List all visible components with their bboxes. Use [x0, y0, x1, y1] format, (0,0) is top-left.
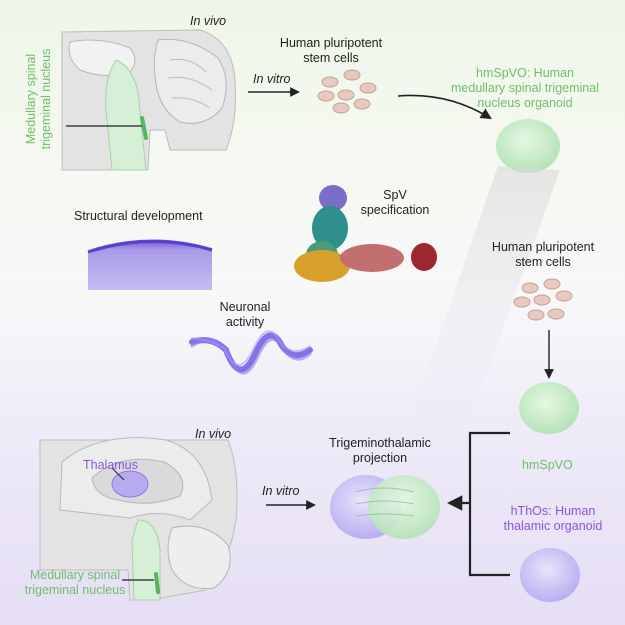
top-brain-illustration: [61, 29, 237, 171]
top-nucleus-line2: trigeminal nucleus: [39, 48, 53, 150]
assembloid: [330, 475, 440, 539]
neuronal-activity-traces: [189, 330, 313, 375]
bottom-nucleus-line2: trigeminal nucleus: [24, 583, 126, 597]
spv-umap-cluster: [294, 185, 437, 282]
spv-line1: SpV: [383, 188, 407, 202]
top-nucleus-line1: Medullary spinal: [24, 53, 38, 145]
hmspvo-title-line2: medullary spinal trigeminal: [451, 81, 599, 95]
hmspvo-organoid-top: [496, 119, 560, 173]
bottom-brain-illustration: [39, 437, 238, 601]
structural-development-label: Structural development: [74, 209, 203, 223]
hmspvo-organoid-right: [519, 382, 579, 434]
right-stem-cells-line2: stem cells: [515, 255, 571, 269]
hmspvo-title-line1: hmSpVO: Human: [476, 66, 574, 80]
top-stem-cells-line1: Human pluripotent: [279, 36, 383, 50]
spv-specification-label: SpV specification: [350, 188, 440, 218]
right-stem-cells: [513, 278, 573, 321]
hmspvo-right-label: hmSpVO: [522, 458, 573, 472]
bottom-in-vivo-label: In vivo: [195, 427, 232, 441]
hmspvo-title-label: hmSpVO: Human medullary spinal trigemina…: [432, 66, 618, 111]
top-stem-cells-line2: stem cells: [303, 51, 359, 65]
hmspvo-title-line3: nucleus organoid: [477, 96, 573, 110]
bottom-nucleus-line1: Medullary spinal: [29, 568, 121, 582]
top-stem-cells-label: Human pluripotent stem cells: [276, 36, 386, 66]
neuronal-line1: Neuronal: [219, 300, 271, 314]
spv-line2: specification: [360, 203, 430, 217]
top-in-vitro-label: In vitro: [253, 72, 291, 86]
bottom-nucleus-label: Medullary spinal trigeminal nucleus: [10, 568, 140, 598]
bottom-in-vitro-label: In vitro: [262, 484, 300, 498]
neuronal-activity-label: Neuronal activity: [200, 300, 290, 330]
top-stem-cells: [317, 69, 377, 114]
projection-line2: projection: [352, 451, 408, 465]
projection-label: Trigeminothalamic projection: [318, 436, 442, 466]
hthos-line1: hThOs: Human: [510, 504, 596, 518]
hthos-organoid-right: [520, 548, 580, 602]
thalamus-label: Thalamus: [83, 458, 138, 472]
right-stem-cells-line1: Human pluripotent: [491, 240, 595, 254]
hthos-label: hThOs: Human thalamic organoid: [490, 504, 616, 534]
right-stem-cells-label: Human pluripotent stem cells: [478, 240, 608, 270]
neuronal-line2: activity: [225, 315, 265, 329]
top-in-vivo-label: In vivo: [190, 14, 227, 28]
top-nucleus-label: Medullary spinal trigeminal nucleus: [24, 34, 56, 164]
projection-line1: Trigeminothalamic: [329, 436, 431, 450]
top-to-organoid-arrow: [397, 94, 492, 120]
hthos-line2: thalamic organoid: [503, 519, 603, 533]
zoom-wedge: [410, 166, 560, 420]
structural-development-illustration: [87, 239, 213, 290]
